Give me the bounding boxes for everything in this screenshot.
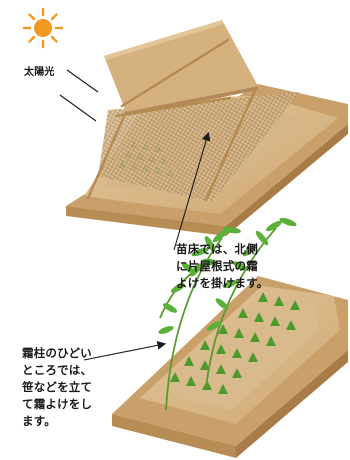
- annotation-line: ます。: [22, 414, 56, 428]
- annotation-line: 笹などを立て: [22, 380, 93, 394]
- arrow-icon: [83, 131, 211, 361]
- sunlight-rays: [59, 69, 99, 122]
- bamboo-leaves: [158, 217, 297, 334]
- seedling-rows-bottom: [170, 292, 300, 394]
- seedbed-annotation: 苗床では、北側 に片屋根式の霜 よけを掛けます。: [176, 241, 268, 292]
- annotation-line: よけを掛けます。: [176, 276, 269, 290]
- annotation-line: 霜柱のひどい: [22, 346, 92, 360]
- support-poles: [86, 38, 258, 202]
- annotation-line: に片屋根式の霜: [176, 259, 258, 273]
- frost-pillar-annotation: 霜柱のひどい ところでは、 笹などを立て て霜よけをし ます。: [22, 345, 92, 430]
- annotation-line: ところでは、: [22, 363, 93, 377]
- seedbed-bottom: [112, 276, 348, 458]
- lean-to-frost-cover: [98, 92, 300, 202]
- sun-icon: [22, 7, 64, 49]
- annotation-line: 苗床では、北側: [176, 242, 258, 256]
- annotation-line: て霜よけをし: [22, 397, 93, 411]
- sunlight-label: 太陽光: [24, 67, 55, 78]
